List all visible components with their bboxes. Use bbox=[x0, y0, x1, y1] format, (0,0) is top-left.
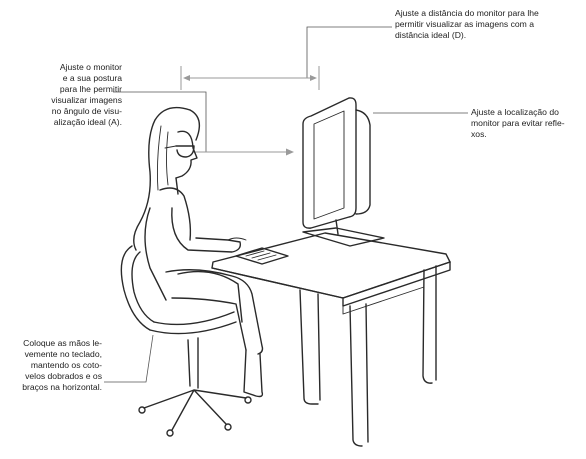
distance-arrowhead-left bbox=[183, 75, 190, 81]
back bbox=[145, 208, 166, 300]
hair-back bbox=[134, 108, 190, 250]
chair-caster bbox=[225, 424, 231, 430]
chair-caster bbox=[167, 430, 173, 436]
desk-modesty-panel bbox=[343, 287, 424, 314]
chair-backrest-inner bbox=[132, 252, 154, 322]
shin-and-foot bbox=[244, 350, 262, 397]
monitor bbox=[303, 98, 384, 246]
desk-front-edge bbox=[343, 262, 450, 306]
hair-top bbox=[190, 110, 199, 140]
chair-seat-top bbox=[154, 312, 234, 324]
desk bbox=[212, 233, 450, 446]
thigh-upper bbox=[166, 270, 263, 354]
chair bbox=[121, 246, 251, 436]
desk-left-leg-front bbox=[300, 290, 318, 404]
monitor-neck bbox=[336, 220, 338, 234]
monitor-back bbox=[356, 110, 370, 214]
chair-column bbox=[188, 340, 190, 386]
desk-edge bbox=[212, 262, 450, 298]
distance-leader-line bbox=[307, 27, 392, 78]
sight-line-arrowhead bbox=[286, 149, 294, 156]
sight-line bbox=[193, 149, 294, 156]
desk-front-leg bbox=[350, 306, 362, 446]
keyboard bbox=[236, 248, 288, 264]
hair-strands bbox=[157, 126, 168, 190]
chair-armrest bbox=[178, 272, 242, 322]
arm bbox=[172, 208, 241, 252]
desk-front-leg-inner bbox=[366, 304, 368, 442]
leader-lines bbox=[104, 27, 468, 382]
monitor-screen bbox=[314, 111, 344, 219]
monitor-stand-base bbox=[303, 228, 384, 246]
hand bbox=[228, 238, 246, 240]
neck bbox=[176, 178, 178, 194]
hands-leader-line bbox=[104, 335, 153, 382]
keyboard-body bbox=[236, 248, 288, 264]
chair-caster bbox=[139, 407, 145, 413]
distance-arrowhead-right bbox=[310, 75, 317, 81]
distance-dimension bbox=[181, 66, 319, 90]
glasses-icon bbox=[176, 146, 194, 157]
chair-caster bbox=[245, 397, 251, 403]
chair-base bbox=[144, 390, 246, 430]
desk-left-leg-inner bbox=[318, 294, 320, 400]
desk-top bbox=[212, 233, 450, 298]
